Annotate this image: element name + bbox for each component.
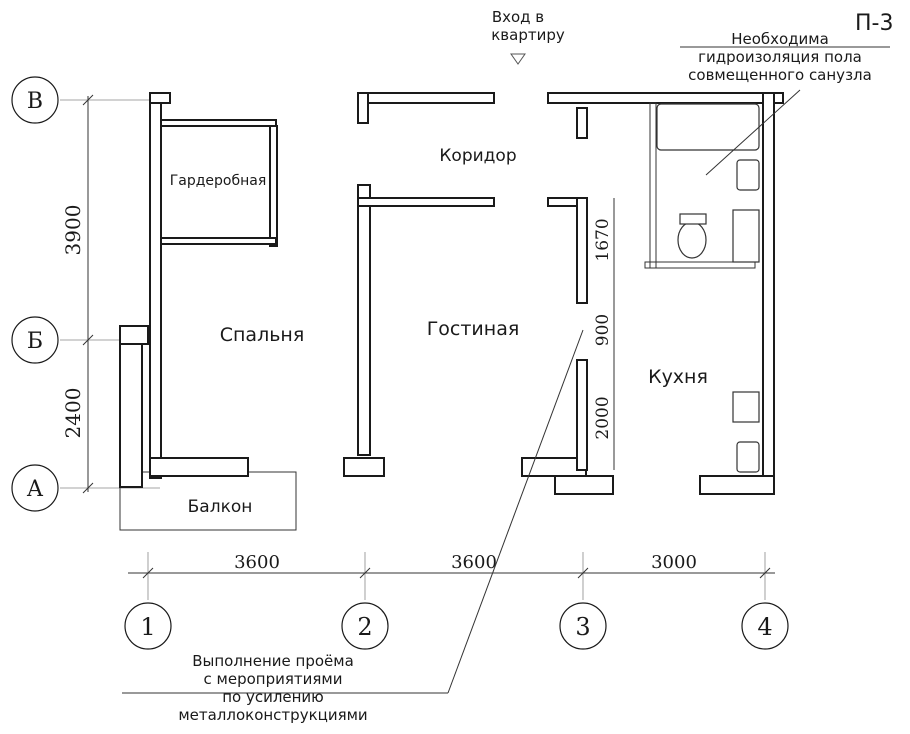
entrance-label-line1: Вход в [492, 8, 544, 26]
axis-marker-a: А [11, 464, 59, 512]
walls [149, 92, 784, 495]
dimension-2000: 2000 [593, 396, 613, 439]
stove-icon [732, 391, 760, 423]
room-label-wardrobe: Гардеробная [170, 173, 267, 189]
dimension-3600-right: 3600 [451, 552, 497, 573]
room-label-balcony: Балкон [188, 497, 253, 517]
bathroom-fixtures [656, 103, 760, 473]
dimension-900: 900 [593, 314, 613, 346]
opening-callout: Выполнение проёма с мероприятиями по уси… [122, 329, 584, 724]
opening-note-line2: с мероприятиями [204, 670, 343, 688]
room-label-bedroom: Спальня [220, 324, 305, 346]
entrance-label-line2: квартиру [491, 26, 565, 44]
axis-marker-b: Б [11, 316, 59, 364]
toilet-icon [677, 221, 707, 259]
balcony: Балкон [119, 325, 297, 531]
room-label-kitchen: Кухня [648, 366, 708, 388]
kitchen-sink-icon [736, 441, 760, 473]
axis-marker-v: В [11, 76, 59, 124]
sink-icon [736, 159, 760, 191]
dimension-3900: 3900 [61, 205, 85, 256]
toilet-tank-icon [679, 213, 707, 225]
axis-marker-2: 2 [341, 602, 389, 650]
axis-label-a: А [27, 477, 44, 502]
axis-label-4: 4 [757, 613, 772, 641]
opening-note-line1: Выполнение проёма [192, 652, 354, 670]
dimension-3600-left: 3600 [234, 552, 280, 573]
partition-dimensions: 1670 900 2000 [593, 198, 615, 470]
bathtub-icon [656, 103, 760, 151]
entrance-marker: Вход в квартиру [491, 8, 565, 65]
dimension-3000: 3000 [651, 552, 697, 573]
axis-marker-3: 3 [559, 602, 607, 650]
waterproofing-note-line1: Необходима [731, 30, 829, 48]
series-label: П-3 [855, 11, 893, 36]
dimension-2400: 2400 [61, 388, 85, 439]
left-dimension-line: 3900 2400 [61, 94, 94, 494]
axis-label-b: Б [27, 329, 43, 354]
axis-marker-4: 4 [741, 602, 789, 650]
bottom-dimension-line: 3600 3600 3000 [128, 552, 775, 579]
waterproofing-callout: Необходима гидроизоляция пола совмещенно… [680, 30, 890, 176]
axis-label-3: 3 [575, 613, 590, 641]
washing-machine-icon [732, 209, 760, 263]
axis-label-1: 1 [140, 613, 155, 641]
entrance-arrow-icon [510, 53, 526, 65]
waterproofing-note-line2: гидроизоляция пола [698, 48, 862, 66]
axis-grid-lines [60, 99, 766, 600]
dimension-1670: 1670 [593, 218, 613, 261]
axis-label-v: В [27, 89, 43, 114]
opening-note-line3: по усилению [222, 688, 324, 706]
waterproofing-note-line3: совмещенного санузла [688, 66, 872, 84]
axis-marker-1: 1 [124, 602, 172, 650]
room-label-living: Гостиная [427, 318, 520, 340]
opening-note-line4: металлоконструкциями [178, 706, 367, 724]
axis-label-2: 2 [357, 613, 372, 641]
room-label-corridor: Коридор [439, 146, 516, 166]
